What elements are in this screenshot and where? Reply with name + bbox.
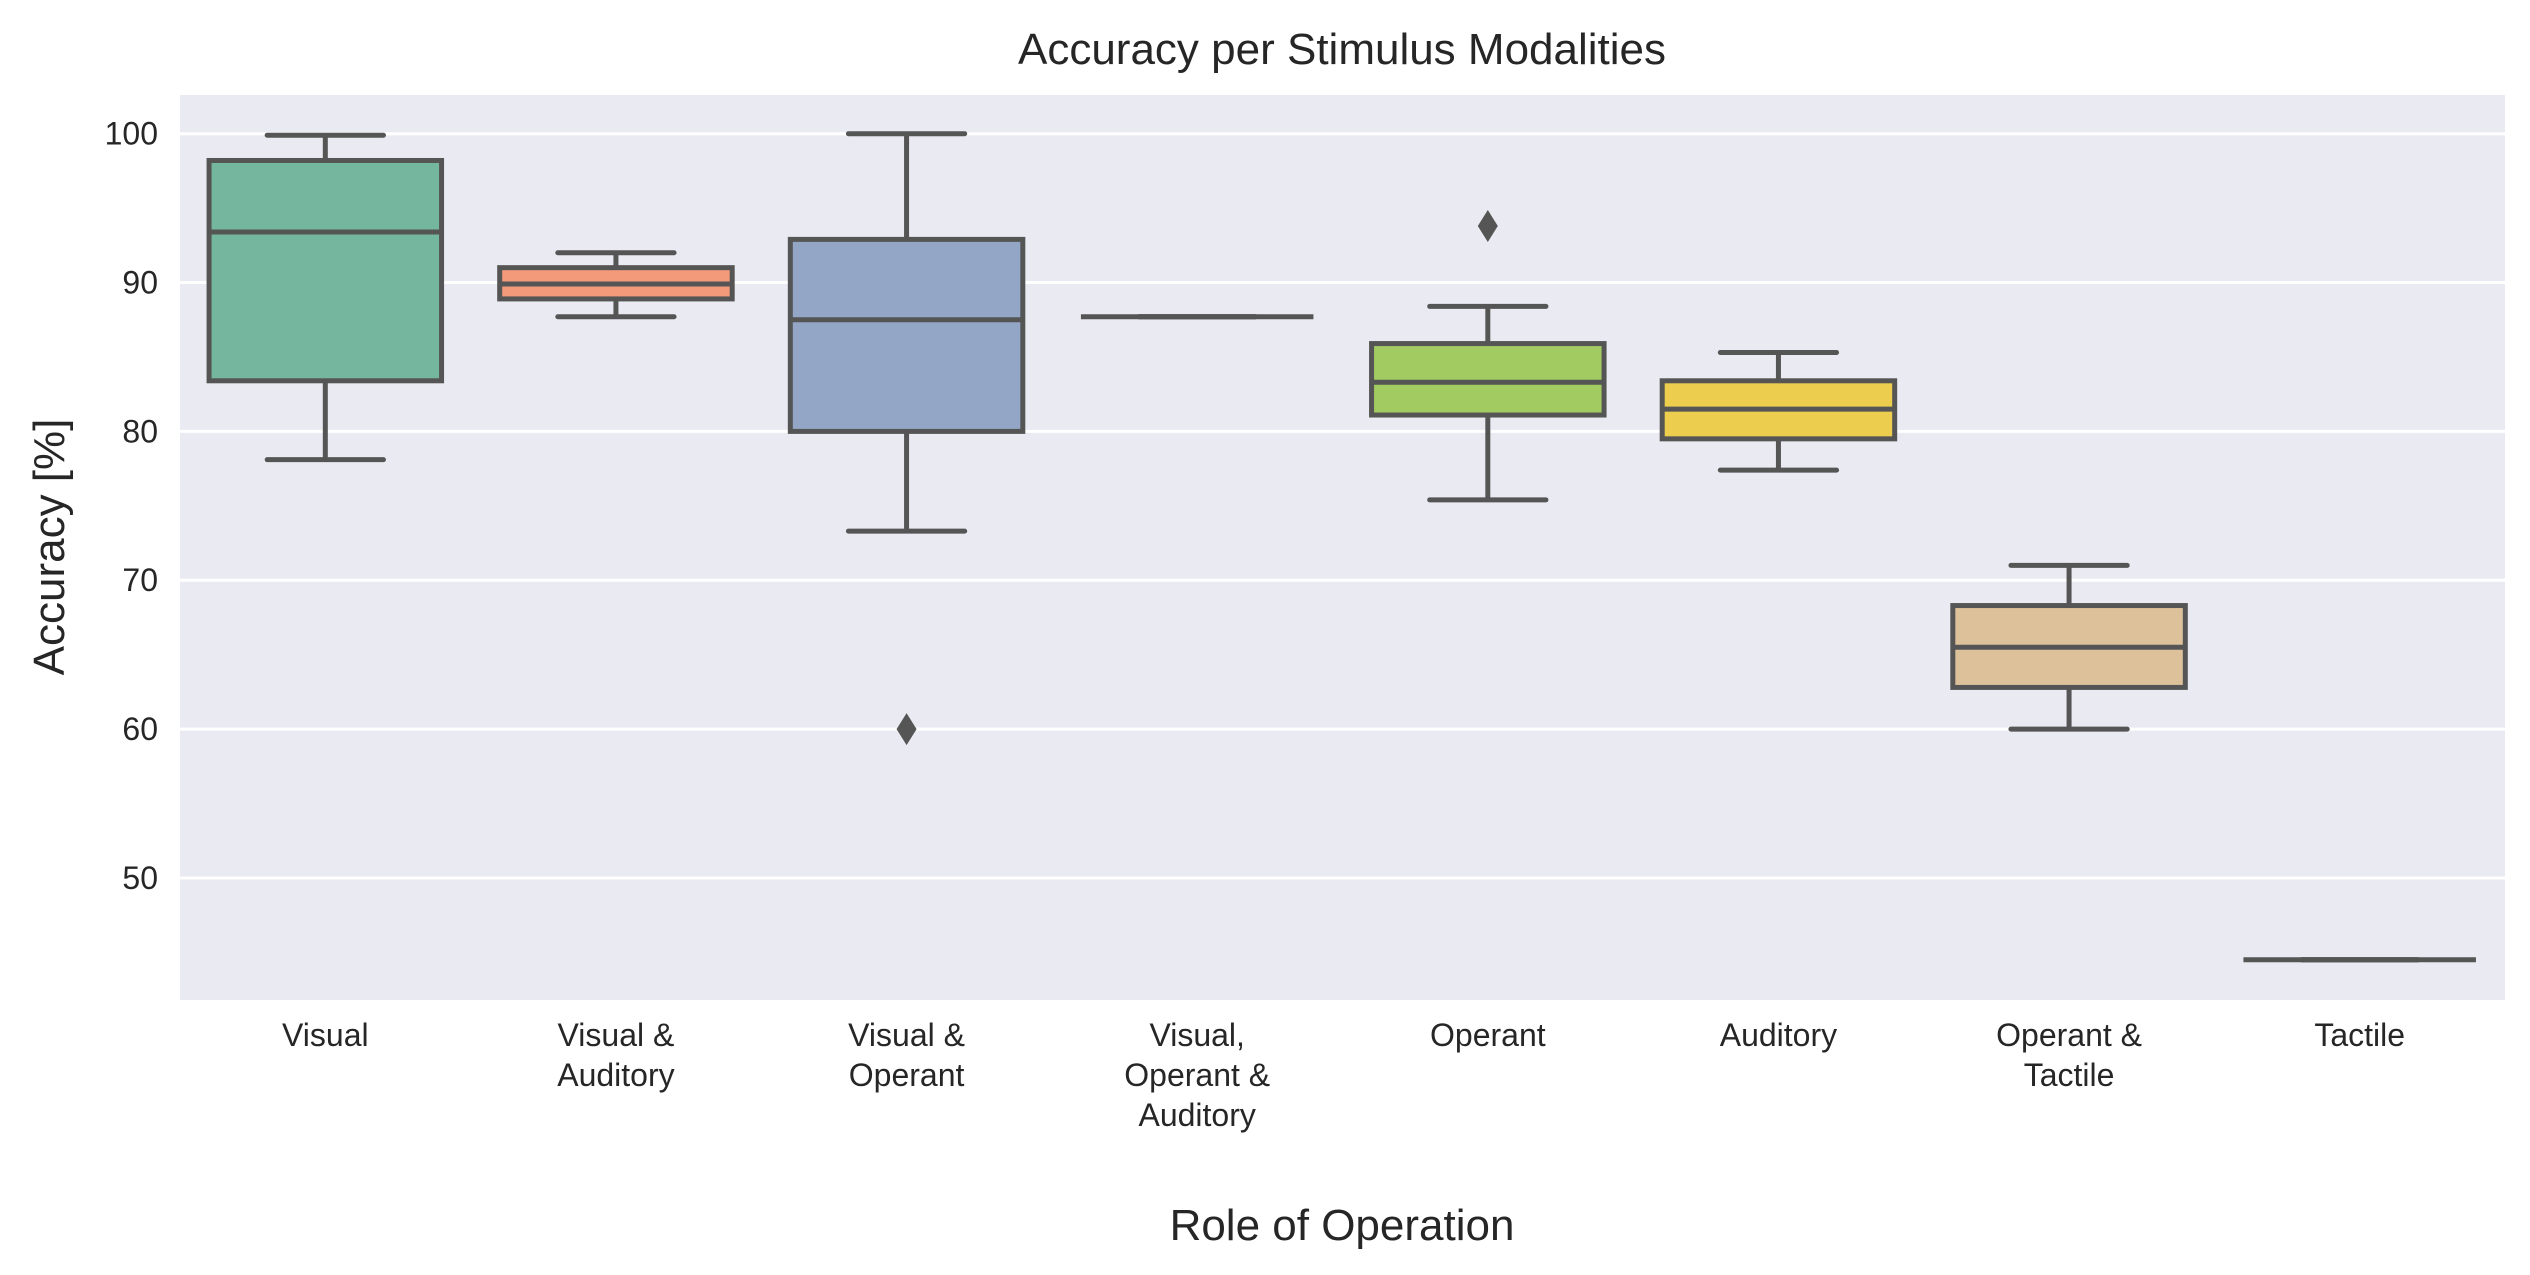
y-tick-label: 70 — [122, 562, 158, 598]
y-tick-label: 60 — [122, 711, 158, 747]
x-tick-label-line: Visual & — [848, 1017, 965, 1053]
y-tick-label: 100 — [105, 116, 158, 152]
y-tick-labels: 50 60 70 80 90 100 — [105, 116, 158, 896]
y-axis-label: Accuracy [%] — [25, 419, 74, 676]
x-tick-label-line: Visual, — [1149, 1017, 1244, 1053]
y-tick-label: 50 — [122, 860, 158, 896]
y-tick-label: 90 — [122, 265, 158, 301]
x-tick-label-line: Auditory — [557, 1057, 674, 1093]
x-tick-label-line: Operant & — [1124, 1057, 1270, 1093]
outlier-marker — [1477, 209, 1498, 242]
x-tick-label-line: Tactile — [2024, 1057, 2115, 1093]
x-tick-label: Visual & Auditory — [557, 1017, 674, 1093]
box — [787, 236, 1026, 434]
box — [206, 157, 445, 384]
x-tick-label-line: Operant — [849, 1057, 965, 1093]
x-tick-label: Operant & Tactile — [1996, 1017, 2142, 1093]
plot-background — [180, 95, 2505, 1000]
box-group — [206, 132, 445, 463]
x-tick-label: Visual — [282, 1017, 369, 1053]
x-tick-label: Tactile — [2314, 1017, 2405, 1053]
x-tick-label-line: Operant & — [1996, 1017, 2142, 1053]
x-tick-label-line: Operant — [1430, 1017, 1546, 1053]
x-tick-label: Visual & Operant — [848, 1017, 965, 1093]
x-tick-label-line: Auditory — [1138, 1097, 1255, 1133]
box — [1369, 341, 1607, 418]
boxes — [206, 131, 2476, 963]
box-group — [1659, 350, 1898, 473]
x-tick-label: Operant — [1430, 1017, 1546, 1053]
x-axis-label: Role of Operation — [1170, 1201, 1515, 1250]
x-tick-label: Auditory — [1720, 1017, 1837, 1053]
x-tick-label-line: Visual — [282, 1017, 369, 1053]
outlier-marker — [896, 713, 917, 746]
x-tick-label: Visual, Operant & Auditory — [1124, 1017, 1270, 1133]
x-tick-label-line: Auditory — [1720, 1017, 1837, 1053]
chart-title: Accuracy per Stimulus Modalities — [1018, 25, 1666, 74]
box-group — [497, 250, 735, 320]
box-group — [787, 131, 1026, 746]
box-group — [1369, 209, 1607, 503]
y-tick-label: 80 — [122, 413, 158, 449]
box-group — [1950, 562, 2188, 732]
x-tick-label-line: Visual & — [558, 1017, 675, 1053]
x-tick-label-line: Tactile — [2314, 1017, 2405, 1053]
